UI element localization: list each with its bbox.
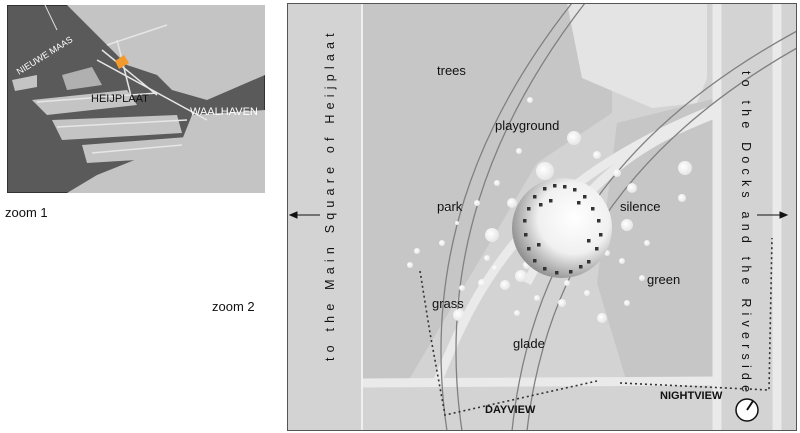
light-dot xyxy=(478,279,486,287)
label-park: park xyxy=(437,199,463,214)
light-dot xyxy=(536,162,554,180)
light-dot xyxy=(459,285,465,291)
light-dot xyxy=(453,309,465,321)
land-pier-3 xyxy=(82,137,187,163)
light-dot xyxy=(414,248,420,254)
sphere-window xyxy=(579,265,583,269)
nightview-route xyxy=(619,237,773,391)
light-dot xyxy=(621,219,633,231)
land-pier-4 xyxy=(62,67,102,90)
diagram-border xyxy=(287,3,797,431)
light-dot xyxy=(485,228,499,242)
light-dot xyxy=(455,221,459,225)
light-dot xyxy=(619,258,625,264)
land-northeast xyxy=(152,5,217,50)
right-direction-label: to the Docks and the Riverside xyxy=(739,71,753,397)
ground-block-top-right xyxy=(567,3,707,108)
right-arrow xyxy=(757,211,789,219)
light-dot xyxy=(567,131,581,145)
sphere-window xyxy=(553,184,557,188)
central-sphere xyxy=(512,178,612,278)
sphere-window xyxy=(543,187,547,191)
sphere-window xyxy=(577,201,581,205)
left-direction-label: to the Main Square of Heijplaat xyxy=(323,28,337,361)
site-marker xyxy=(115,55,129,69)
label-silence: silence xyxy=(620,199,660,214)
light-dot xyxy=(584,290,590,296)
sphere-window xyxy=(543,267,547,271)
light-dot xyxy=(644,240,650,246)
light-dot xyxy=(484,255,490,261)
light-dot xyxy=(678,194,686,202)
sphere-window xyxy=(569,270,573,274)
sphere-window xyxy=(523,219,527,223)
light-dot xyxy=(564,280,570,286)
sphere-window xyxy=(524,233,528,237)
sphere-window xyxy=(537,243,541,247)
street-network xyxy=(36,24,208,154)
light-dot xyxy=(474,200,480,206)
sphere-window xyxy=(583,195,587,199)
light-dot xyxy=(515,270,527,282)
night-clock-icon xyxy=(735,398,759,422)
dayview-label: DAYVIEW xyxy=(485,404,536,416)
sphere-window xyxy=(587,260,591,264)
sphere-window xyxy=(533,195,537,199)
light-dot xyxy=(639,275,645,281)
light-dot xyxy=(514,310,520,316)
land-pier-5 xyxy=(12,75,37,91)
sphere-window xyxy=(533,259,537,263)
light-dots xyxy=(407,97,692,323)
tracks xyxy=(440,3,797,431)
label-grass: grass xyxy=(432,296,464,311)
light-dot xyxy=(534,295,540,301)
sphere-window xyxy=(527,207,531,211)
sphere-window xyxy=(595,247,599,251)
light-dot xyxy=(407,262,413,268)
ground-block-left xyxy=(362,3,612,383)
zoom1-caption: zoom 1 xyxy=(5,205,48,220)
sphere-window xyxy=(587,239,591,243)
sphere-window xyxy=(539,203,543,207)
light-dot xyxy=(613,169,621,177)
label-playground: playground xyxy=(495,118,559,133)
light-dot xyxy=(678,161,692,175)
light-dot xyxy=(492,265,498,271)
light-dot xyxy=(597,313,607,323)
zoom2-caption: zoom 2 xyxy=(212,299,255,314)
label-glade: glade xyxy=(513,336,545,351)
dayview-route xyxy=(419,270,598,416)
light-dot xyxy=(627,183,637,193)
light-dot xyxy=(445,206,449,210)
sphere-window xyxy=(573,188,577,192)
sphere-window xyxy=(591,207,595,211)
label-green: green xyxy=(647,272,680,287)
left-arrow xyxy=(288,211,320,219)
sphere-window xyxy=(563,185,567,189)
light-dot xyxy=(507,198,517,208)
sphere-window xyxy=(549,199,553,203)
sphere-window xyxy=(527,247,531,251)
light-dot xyxy=(500,280,510,290)
sphere-window xyxy=(597,219,601,223)
light-dot xyxy=(516,148,522,154)
light-dot xyxy=(494,180,500,186)
quay-line xyxy=(44,5,58,31)
district-label: HEIJPLAAT xyxy=(91,93,149,105)
light-dot xyxy=(624,300,630,306)
light-dot xyxy=(558,299,566,307)
detail-diagram: trees playground park silence green gras… xyxy=(287,3,797,431)
site-plan-map: NIEUWE MAAS HEIJPLAAT WAALHAVEN xyxy=(7,5,265,193)
label-trees: trees xyxy=(437,63,466,78)
light-dot xyxy=(439,240,445,246)
sphere-window xyxy=(599,233,603,237)
light-dot xyxy=(527,97,533,103)
light-dot xyxy=(593,151,601,159)
sphere-window xyxy=(555,271,559,275)
nightview-label: NIGHTVIEW xyxy=(660,390,723,402)
harbour-label: WAALHAVEN xyxy=(190,106,258,118)
land-pier-2 xyxy=(52,115,182,140)
